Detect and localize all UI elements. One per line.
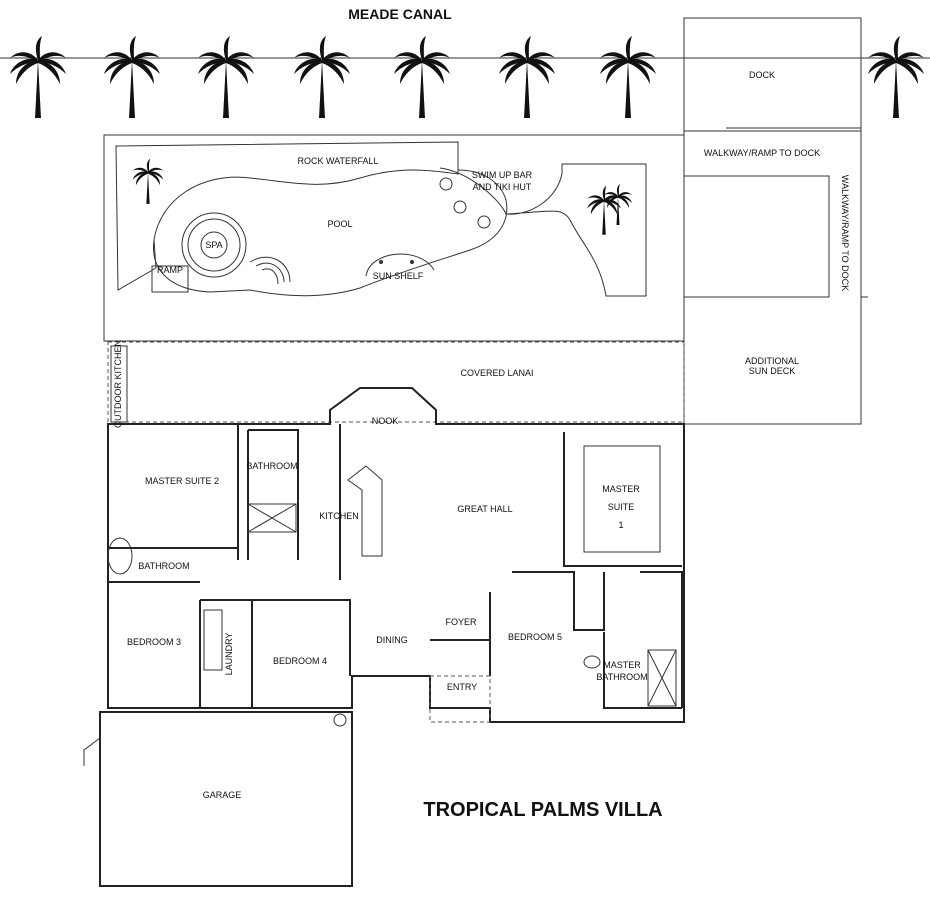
ramp-label: RAMP bbox=[157, 265, 183, 275]
villa-title: TROPICAL PALMS VILLA bbox=[423, 799, 662, 821]
palm-tree-icon bbox=[394, 36, 450, 119]
master-bathroom-label-2: BATHROOM bbox=[596, 672, 647, 682]
garage-label: GARAGE bbox=[203, 790, 242, 800]
dock-label: DOCK bbox=[749, 70, 775, 80]
rock-waterfall-label: ROCK WATERFALL bbox=[297, 156, 378, 166]
palm-tree-icon bbox=[868, 36, 924, 119]
covered-lanai-label: COVERED LANAI bbox=[460, 368, 533, 378]
pool-label: POOL bbox=[327, 219, 352, 229]
master-suite-1-label: MASTER bbox=[602, 484, 640, 494]
palm-tree-icon bbox=[294, 36, 350, 119]
bar-stool bbox=[439, 177, 453, 191]
canal-label: MEADE CANAL bbox=[348, 6, 452, 22]
additional-sun-deck-label: ADDITIONAL bbox=[745, 356, 799, 366]
walkway-label-horizontal: WALKWAY/RAMP TO DOCK bbox=[704, 148, 820, 158]
bedroom-5-label: BEDROOM 5 bbox=[508, 632, 562, 642]
master-suite-1-label-3: 1 bbox=[618, 520, 623, 530]
swim-up-bar-label: SWIM UP BAR bbox=[472, 170, 533, 180]
bathtub bbox=[107, 537, 133, 575]
tiki-hut-label: AND TIKI HUT bbox=[473, 182, 532, 192]
shower bbox=[247, 503, 297, 533]
kitchen-label: KITCHEN bbox=[319, 511, 359, 521]
dining-label: DINING bbox=[376, 635, 408, 645]
garage-outline bbox=[99, 711, 353, 887]
toilet bbox=[583, 655, 601, 669]
palm-tree-icon bbox=[104, 36, 160, 119]
sun-shelf-outline bbox=[365, 253, 435, 277]
entry-label: ENTRY bbox=[447, 682, 477, 692]
sun-shelf-label: SUN SHELF bbox=[373, 271, 424, 281]
laundry-label: LAUNDRY bbox=[224, 633, 234, 676]
pool-outline bbox=[115, 141, 459, 291]
palm-tree-icon bbox=[198, 36, 254, 119]
master-bed bbox=[583, 445, 661, 553]
foyer-label: FOYER bbox=[445, 617, 477, 627]
palm-tree-icon bbox=[587, 185, 621, 235]
palm-tree-icon bbox=[604, 184, 632, 225]
kitchen-island bbox=[347, 465, 383, 557]
deck-box bbox=[683, 175, 830, 298]
pool-deck bbox=[103, 134, 685, 342]
master-bathroom-label: MASTER bbox=[603, 660, 641, 670]
nook-label: NOOK bbox=[372, 416, 399, 426]
great-hall-label: GREAT HALL bbox=[457, 504, 512, 514]
bathroom-upper-label: BATHROOM bbox=[246, 461, 297, 471]
palm-tree-icon bbox=[600, 36, 656, 119]
ramp bbox=[151, 265, 189, 293]
spa-outer bbox=[181, 212, 247, 278]
bedroom-4-label: BEDROOM 4 bbox=[273, 656, 327, 666]
master-shower bbox=[647, 649, 677, 707]
bar-stool bbox=[453, 200, 467, 214]
bar-stool bbox=[477, 215, 491, 229]
entry-outline bbox=[429, 675, 491, 723]
covered-lanai-outline bbox=[107, 341, 685, 423]
additional-sun-deck-label-2: SUN DECK bbox=[749, 366, 796, 376]
bathroom-left-label: BATHROOM bbox=[138, 561, 189, 571]
spa-label: SPA bbox=[205, 240, 222, 250]
house-outline bbox=[107, 387, 685, 723]
bedroom-3-label: BEDROOM 3 bbox=[127, 637, 181, 647]
palm-tree-icon bbox=[132, 158, 164, 204]
master-suite-1-label-2: SUITE bbox=[608, 502, 635, 512]
walkway-label-vertical: WALKWAY/RAMP TO DOCK bbox=[840, 175, 850, 291]
palm-tree-icon bbox=[499, 36, 555, 119]
laundry-appliances bbox=[203, 609, 223, 671]
master-suite-2-label: MASTER SUITE 2 bbox=[145, 476, 219, 486]
outdoor-kitchen-label: OUTDOOR KITCHEN bbox=[113, 340, 123, 428]
palm-tree-icon bbox=[10, 36, 66, 119]
